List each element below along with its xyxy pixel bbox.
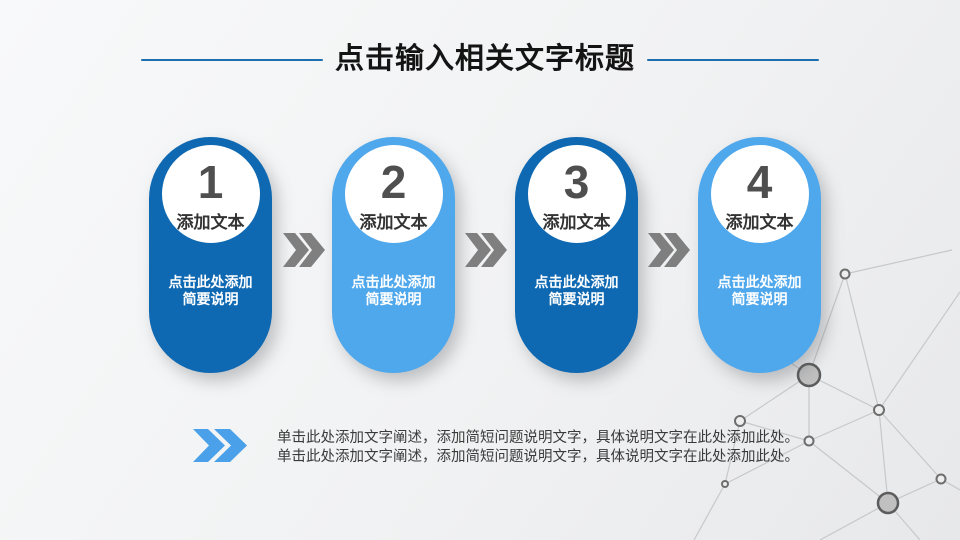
title-divider-left [140,58,323,61]
step-circle: 1 添加文本 [161,145,260,243]
double-chevron-right-icon [465,233,507,267]
step-pill-2[interactable]: 2 添加文本 点击此处添加 简要说明 [332,137,455,373]
step-desc-line1: 点击此处添加 [168,274,253,290]
step-desc-line2: 简要说明 [548,290,605,307]
double-chevron-right-icon [648,233,690,267]
step-pill-4[interactable]: 4 添加文本 点击此处添加 简要说明 [698,137,821,373]
step-desc-line1: 点击此处添加 [534,274,619,290]
step-circle-label[interactable]: 添加文本 [542,213,611,232]
title-divider-right [647,58,819,61]
slide-title-row: 点击输入相关文字标题 [0,43,960,76]
footer-line-2: 单击此处添加文字阐述，添加简短问题说明文字，具体说明文字在此处添加此处。 [277,448,799,465]
step-pill-1[interactable]: 1 添加文本 点击此处添加 简要说明 [149,137,272,373]
step-desc-line1: 点击此处添加 [351,274,436,290]
step-circle-label[interactable]: 添加文本 [359,213,428,232]
double-chevron-right-icon [193,429,247,462]
step-description[interactable]: 点击此处添加 简要说明 [332,274,455,308]
step-pill-3[interactable]: 3 添加文本 点击此处添加 简要说明 [515,137,638,373]
step-number: 2 [380,156,407,208]
step-desc-line2: 简要说明 [182,290,239,307]
footer-text[interactable]: 单击此处添加文字阐述，添加简短问题说明文字，具体说明文字在此处添加此处。 单击此… [277,429,799,466]
step-desc-line2: 简要说明 [731,290,788,307]
step-number: 3 [563,156,590,208]
step-circle: 3 添加文本 [527,145,626,243]
step-circle-label[interactable]: 添加文本 [176,213,245,232]
step-circle: 4 添加文本 [710,145,809,243]
network-decoration [693,249,960,540]
step-description[interactable]: 点击此处添加 简要说明 [515,274,638,308]
step-description[interactable]: 点击此处添加 简要说明 [698,274,821,308]
step-desc-line2: 简要说明 [365,290,422,307]
step-number: 1 [197,156,224,208]
slide-title[interactable]: 点击输入相关文字标题 [334,43,635,75]
step-circle: 2 添加文本 [344,145,443,243]
step-number: 4 [746,156,773,208]
step-desc-line1: 点击此处添加 [717,274,802,290]
step-circle-label[interactable]: 添加文本 [725,213,794,232]
step-description[interactable]: 点击此处添加 简要说明 [149,274,272,308]
double-chevron-right-icon [283,233,325,267]
footer-line-1: 单击此处添加文字阐述，添加简短问题说明文字，具体说明文字在此处添加此处。 [277,430,799,446]
